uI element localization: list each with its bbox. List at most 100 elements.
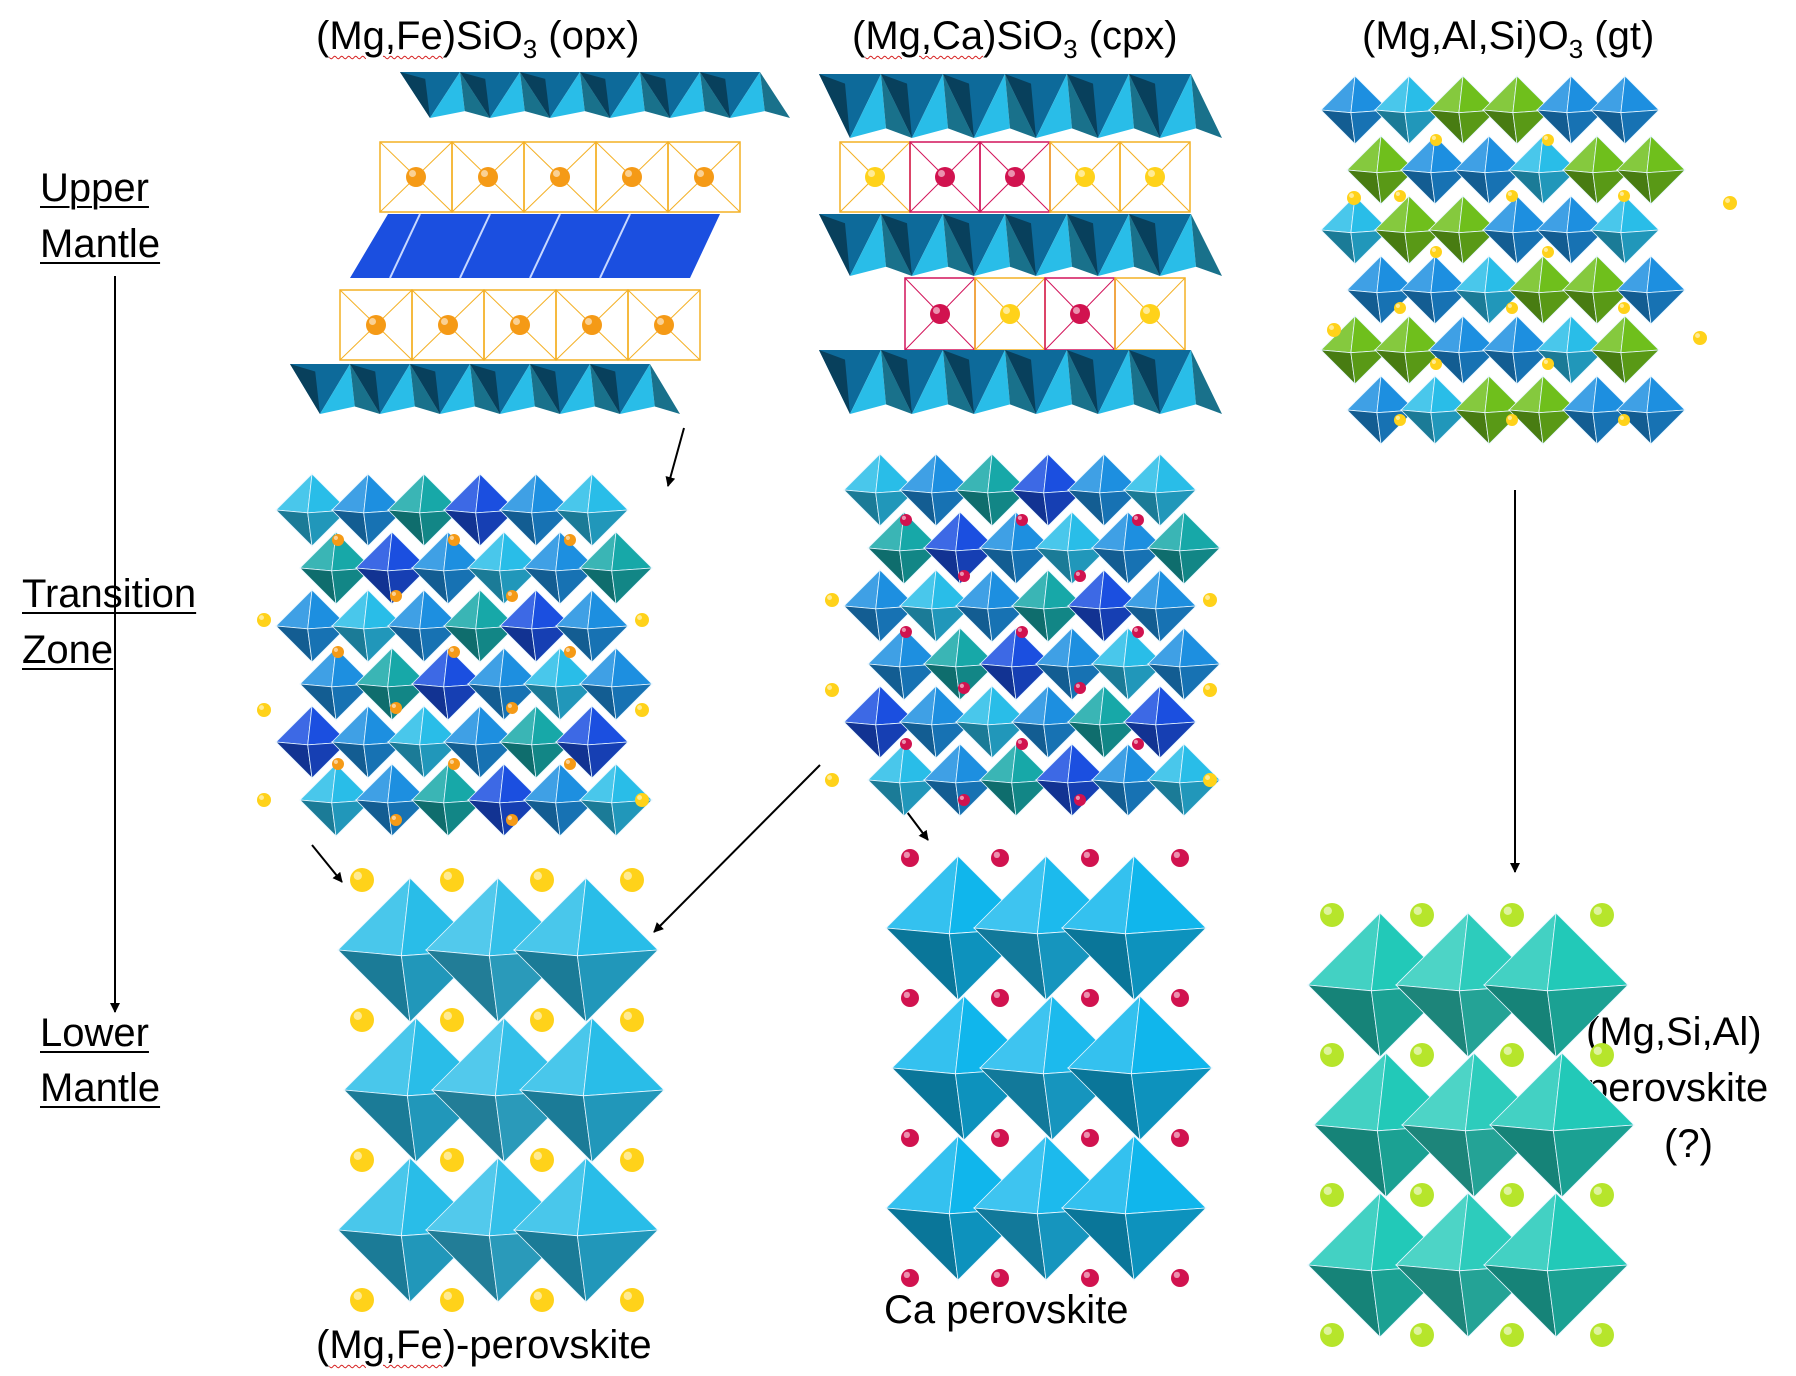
opx-transition-polyhedron-face <box>443 799 486 837</box>
cpx-transition-atom-highlight <box>1133 627 1138 633</box>
opx-transition-atom <box>564 534 576 546</box>
garnet-polyhedron-face <box>1620 349 1661 385</box>
zone-label-upper-mantle-line2: Mantle <box>40 222 161 266</box>
garnet-atom <box>1723 196 1737 210</box>
ca-perovskite-octahedron-face <box>885 854 959 935</box>
mgsial-perovskite-octahedron-face <box>1306 984 1381 1059</box>
cpx-transition-atom-highlight <box>1205 775 1211 780</box>
mgfe-perovskite-atom-highlight <box>623 1291 632 1301</box>
mgsial-perovskite-octahedron-face <box>1546 1192 1629 1272</box>
opx-transition-polyhedron-face <box>587 741 630 779</box>
header-gt-formula: (Mg,Al,Si)O <box>1362 14 1569 58</box>
ca-perovskite-atom <box>1081 989 1099 1007</box>
cpx-lower-frame-atom-highlight <box>1073 307 1080 314</box>
cpx-transition-atom <box>1074 570 1086 582</box>
garnet-polyhedron-face <box>1512 349 1553 385</box>
cpx-transition-atom-highlight <box>901 739 907 745</box>
garnet-atom-highlight <box>1395 191 1400 196</box>
mgfe-perovskite-atom-highlight <box>533 1011 542 1020</box>
label-mgsial-perovskite-line3: (?) <box>1664 1122 1713 1166</box>
cpx-mid-tetra-up-face <box>1036 214 1072 276</box>
mgfe-perovskite-octahedron-face <box>336 1229 411 1304</box>
cpx-transition-atom <box>1203 683 1217 697</box>
opx-transition-polyhedron-face <box>331 799 374 837</box>
mgsial-perovskite-atom <box>1500 1043 1524 1067</box>
opx-top-tetra-up-face <box>670 72 705 118</box>
opx-bottom-tetra-down-face <box>590 364 620 414</box>
mgfe-perovskite-octahedron-face <box>576 1157 659 1237</box>
opx-bottom-tetra-down-face <box>350 364 380 414</box>
opx-upper-frame-cell <box>667 141 741 213</box>
cpx-top-tetra-up-face <box>974 74 1010 138</box>
garnet-atom-highlight <box>1431 135 1436 140</box>
cpx-transition-polyhedron-face <box>1099 489 1142 527</box>
opx-transition-atom <box>332 646 344 658</box>
opx-upper-frame-atom <box>550 167 570 187</box>
opx-chain-edge <box>459 213 491 279</box>
cpx-transition-polyhedron-face <box>1179 627 1221 668</box>
cpx-transition-polyhedron-face <box>987 721 1030 759</box>
opx-top-tetra-down-face <box>520 72 550 118</box>
garnet-polyhedron-face <box>1592 289 1633 325</box>
opx-transition-atom <box>506 814 518 826</box>
garnet-polyhedron-face <box>1512 109 1553 145</box>
cpx-bottom-tetra-up-face <box>912 350 948 414</box>
garnet-polyhedron-face <box>1536 74 1572 114</box>
cpx-bottom-tetra-down-face <box>943 350 974 414</box>
garnet-polyhedron-face <box>1319 349 1356 386</box>
header-cpx-subscript: 3 <box>1063 34 1078 64</box>
cpx-top-tetra-up-face <box>850 74 886 138</box>
opx-transition-zone-structure <box>257 472 654 838</box>
cpx-transition-polyhedron-face <box>955 779 998 817</box>
opx-transition-polyhedron-face <box>587 509 630 547</box>
opx-top-tetra-up-face <box>430 72 465 118</box>
opx-top-tetra-down-face <box>640 72 670 118</box>
mgsial-perovskite-atom-highlight <box>1323 906 1333 915</box>
cpx-transition-atom <box>1203 593 1217 607</box>
opx-transition-polyhedron-face <box>307 509 350 547</box>
cpx-transition-atom <box>1016 514 1028 526</box>
cpx-mid-tetra-up-face <box>1191 214 1222 276</box>
mgsial-perovskite-octahedron-face <box>1546 912 1629 992</box>
garnet-polyhedron-face <box>1482 74 1518 114</box>
cpx-transition-polyhedron-face <box>899 547 942 585</box>
opx-transition-atom <box>257 613 271 627</box>
cpx-top-tetra-up-face <box>1036 74 1072 138</box>
cpx-structure <box>819 74 1222 414</box>
cpx-transition-atom <box>825 773 839 787</box>
mgsial-perovskite-atom-highlight <box>1593 906 1603 915</box>
mgsial-perovskite-octahedron-face <box>1306 1264 1381 1339</box>
cpx-top-tetra-down-face <box>881 74 912 138</box>
cpx-lower-frame-atom-highlight <box>1003 307 1010 314</box>
opx-transition-atom-highlight <box>333 535 338 541</box>
opx-bottom-tetra-down-face <box>530 364 560 414</box>
opx-transition-polyhedron-face <box>274 509 313 548</box>
opx-transition-polyhedron-face <box>410 799 449 838</box>
cpx-top-tetra-down-face <box>943 74 974 138</box>
cpx-mid-tetra-up-face <box>1098 214 1134 276</box>
garnet-atom <box>1394 190 1406 202</box>
garnet-polyhedron-face <box>1404 229 1445 265</box>
mgsial-perovskite-structure <box>1306 903 1636 1347</box>
opx-transition-polyhedron-face <box>419 509 462 547</box>
ca-perovskite-octahedron-face <box>1124 1135 1207 1215</box>
opx-top-tetra-down-face <box>460 72 490 118</box>
ca-perovskite-atom <box>1171 1269 1189 1287</box>
opx-upper-frame-atom-highlight <box>697 170 704 177</box>
arrow-opx-to-transition <box>665 427 685 487</box>
cpx-transition-polyhedron-face <box>987 605 1030 643</box>
ca-perovskite-atom-highlight <box>1083 851 1090 858</box>
mgfe-perovskite-octahedron-face <box>576 949 660 1023</box>
mgfe-perovskite-atom <box>440 868 464 892</box>
mgfe-perovskite-atom <box>350 868 374 892</box>
cpx-transition-polyhedron-face <box>1043 489 1086 527</box>
zone-label-transition-zone-line2: Zone <box>22 628 114 672</box>
cpx-transition-polyhedron-face <box>842 605 881 644</box>
cpx-upper-frame-atom-highlight <box>868 170 875 177</box>
opx-transition-polyhedron-face <box>363 741 406 779</box>
opx-transition-atom <box>564 758 576 770</box>
opx-transition-atom <box>390 814 402 826</box>
mgsial-perovskite-octahedron-face <box>1552 1124 1636 1198</box>
cpx-transition-polyhedron-face <box>987 489 1030 527</box>
opx-transition-polyhedron-face <box>354 799 393 838</box>
